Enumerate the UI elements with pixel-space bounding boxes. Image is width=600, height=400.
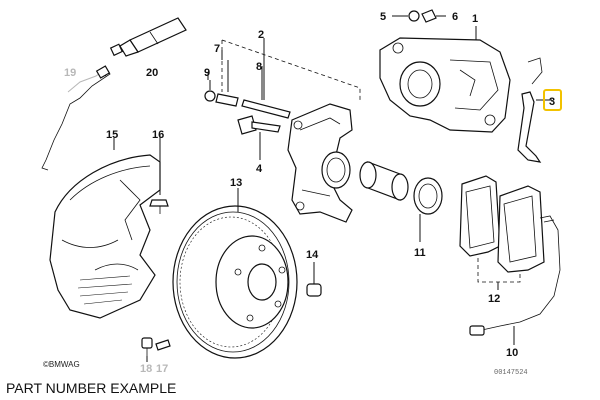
bleeder-valve [392, 10, 420, 22]
guide-sleeve [215, 60, 239, 107]
callout-14: 14 [306, 249, 319, 261]
caliper-carrier [287, 103, 353, 223]
brake-pad-outer [497, 185, 545, 273]
callout-17: 17 [156, 363, 168, 375]
carrier-bolt [237, 115, 281, 160]
guide-pin [241, 99, 291, 119]
grease-tube [109, 17, 187, 57]
carrier-group-box [221, 39, 361, 100]
callout-11: 11 [414, 247, 426, 259]
callout-12: 12 [488, 293, 500, 305]
callout-4: 4 [256, 163, 263, 175]
screw-18 [141, 337, 153, 356]
callout-6: 6 [452, 11, 458, 23]
callout-1: 1 [472, 13, 478, 25]
callout-8: 8 [256, 61, 262, 73]
caliper-housing [379, 26, 511, 133]
wear-sensor-right [469, 215, 561, 345]
brand-logo: ©BMWAG [43, 360, 80, 369]
callout-10: 10 [506, 347, 518, 359]
guide-bolt-9 [204, 80, 216, 102]
callout-19: 19 [64, 67, 76, 79]
piston-seal-kit [321, 151, 443, 242]
callout-15: 15 [106, 129, 118, 141]
callout-5: 5 [380, 11, 386, 23]
callout-9: 9 [204, 67, 210, 79]
callout-13: 13 [230, 177, 242, 189]
callout-18: 18 [140, 363, 152, 375]
wear-sensor-left [41, 65, 111, 171]
brand-logo-text: BMWAG [48, 360, 80, 369]
caption-text: PART NUMBER EXAMPLE [6, 380, 177, 396]
callout-7: 7 [214, 43, 220, 55]
callout-3: 3 [549, 96, 555, 108]
callout-20: 20 [146, 67, 158, 79]
screw-17 [155, 339, 171, 351]
bolt-14 [306, 262, 322, 297]
callout-2: 2 [258, 29, 264, 41]
pad-group-bracket [477, 258, 521, 290]
leader-lines [113, 38, 265, 362]
bolt-16 [149, 142, 169, 214]
anti-rattle-spring [517, 57, 552, 163]
brake-disc [172, 205, 298, 359]
bleeder-cap [421, 9, 446, 23]
callout-16: 16 [152, 129, 164, 141]
callout-3-highlight [543, 89, 562, 111]
reference-code: 00147524 [494, 369, 528, 377]
brake-pad-inner [459, 175, 501, 257]
dust-shield [49, 154, 161, 319]
